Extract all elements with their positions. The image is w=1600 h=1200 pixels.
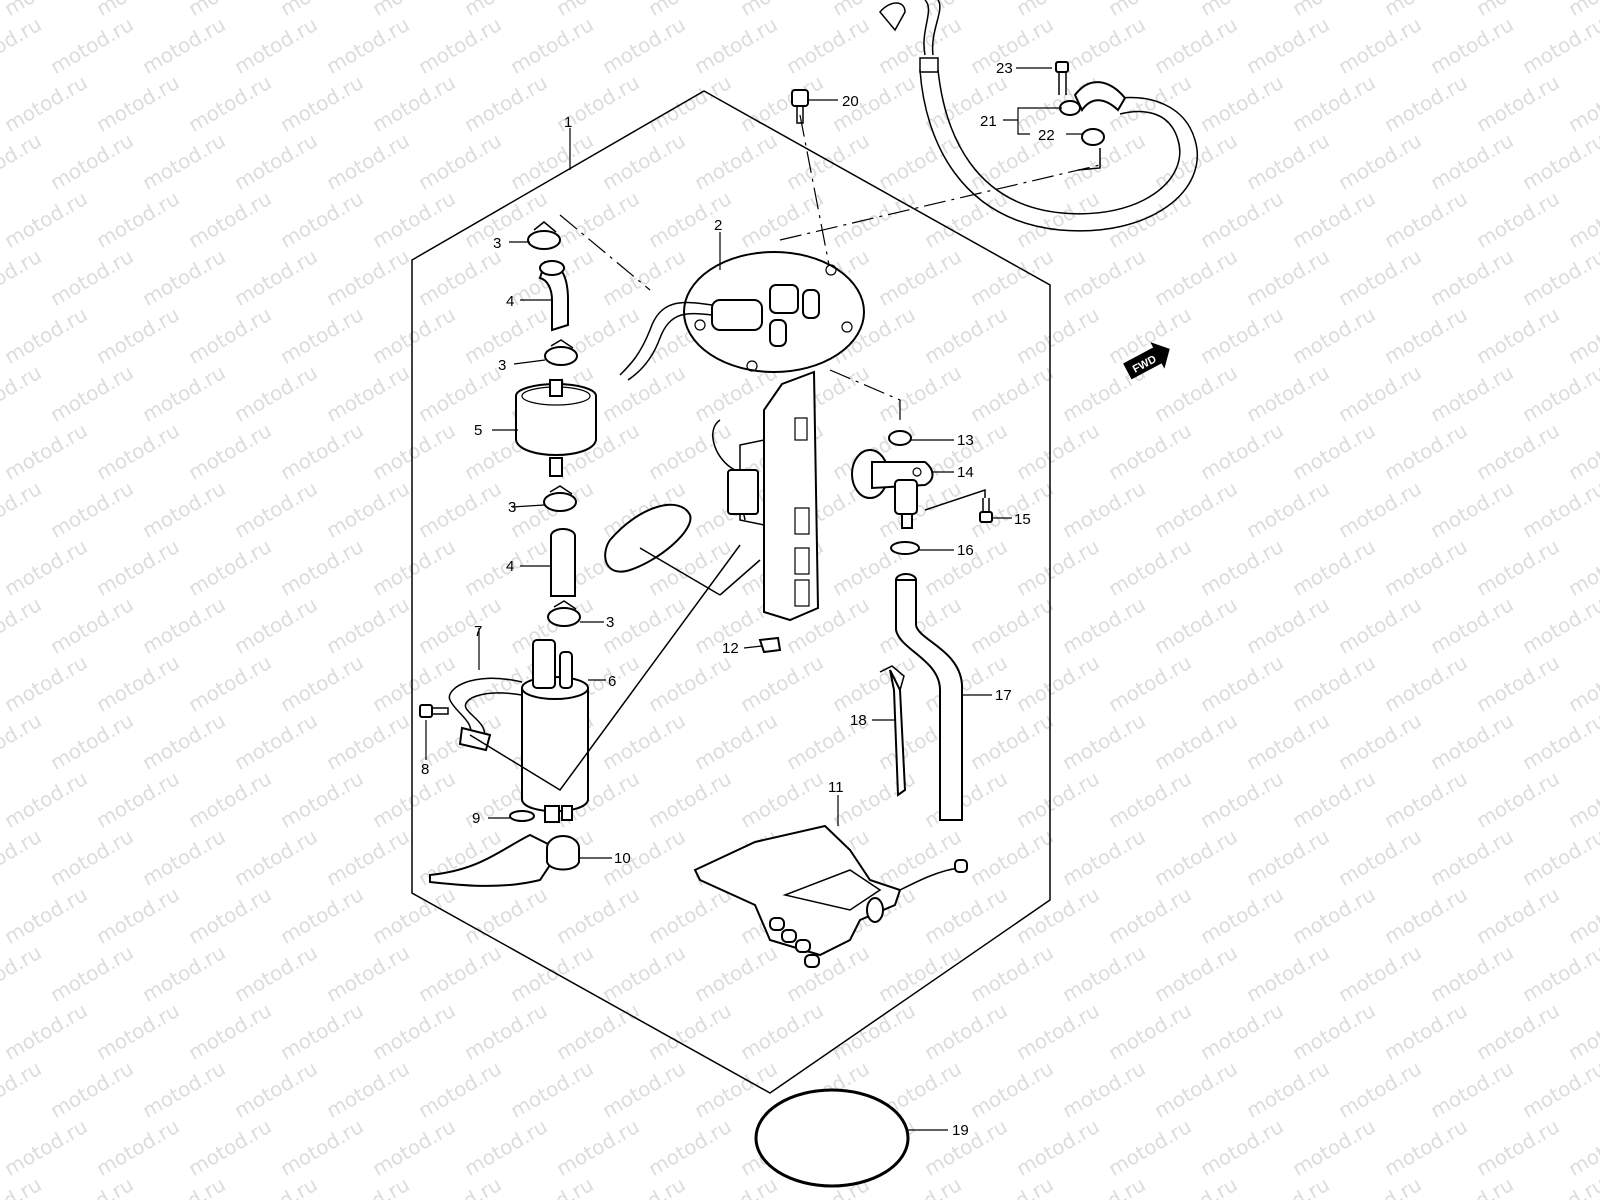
fuel-hose-17 — [895, 573, 963, 821]
callout-23: 23 — [996, 60, 1013, 77]
ref-line-screw20 — [799, 114, 831, 271]
callout-12: 12 — [722, 640, 739, 657]
pump-bracket — [739, 370, 820, 622]
callout-20: 20 — [842, 93, 859, 110]
callout-17: 17 — [995, 687, 1012, 704]
callout-numbers: 1 2 3 3 3 3 4 4 5 6 7 8 9 10 11 12 13 14… — [421, 60, 1055, 1139]
callout-16: 16 — [957, 542, 974, 559]
callout-13: 13 — [957, 432, 974, 449]
ref-line-15 — [924, 488, 986, 511]
hose-4-b — [550, 528, 576, 597]
o-ring-13 — [888, 430, 912, 446]
washer-22 — [1081, 128, 1105, 146]
clip-12 — [758, 636, 782, 654]
fuel-pump-6 — [521, 639, 589, 823]
callout-14: 14 — [957, 464, 974, 481]
callout-6: 6 — [608, 673, 616, 690]
callout-3-c: 3 — [508, 499, 516, 516]
screw-15 — [979, 498, 993, 523]
callout-3-d: 3 — [606, 614, 614, 631]
cover-11 — [693, 824, 968, 968]
clamp-3-b — [544, 339, 578, 366]
hose-4-a — [538, 260, 569, 332]
callout-9: 9 — [472, 810, 480, 827]
callout-11: 11 — [828, 779, 844, 796]
callout-3-b: 3 — [498, 357, 506, 374]
sender-connector — [727, 469, 759, 515]
upper-fuel-hose — [879, 0, 1198, 232]
screw-8 — [419, 704, 449, 718]
callout-22: 22 — [1038, 127, 1055, 144]
cable-tie-18 — [879, 665, 907, 797]
callout-4-a: 4 — [506, 293, 514, 310]
union-21 — [1059, 81, 1127, 116]
fuel-filter-5 — [515, 379, 597, 477]
callout-10: 10 — [614, 850, 631, 867]
assembly-outline — [411, 90, 1051, 1094]
fwd-direction-badge: FWD — [1123, 342, 1170, 380]
washer-9 — [509, 810, 535, 822]
callout-3-a: 3 — [493, 235, 501, 252]
clip-16 — [890, 541, 920, 555]
clamp-3-c — [543, 485, 577, 512]
pump-harness-line — [469, 544, 741, 791]
callout-7: 7 — [474, 623, 482, 640]
pump-strap-7 — [448, 677, 523, 752]
ref-line-clamp — [559, 214, 651, 291]
strainer-10 — [429, 833, 580, 887]
callout-8: 8 — [421, 761, 429, 778]
callout-4-b: 4 — [506, 558, 514, 575]
callout-5: 5 — [474, 422, 482, 439]
ref-line-hose — [779, 164, 1101, 241]
bolt-23 — [1055, 61, 1069, 95]
gasket-19 — [754, 1088, 910, 1188]
callout-leaders — [425, 67, 1082, 1131]
pump-flange-plate-2 — [619, 251, 865, 381]
pressure-regulator-14 — [851, 449, 934, 529]
callout-18: 18 — [850, 712, 867, 729]
clamp-3-a — [527, 221, 561, 250]
callout-19: 19 — [952, 1122, 969, 1139]
clamp-3-d — [547, 600, 581, 627]
callout-1: 1 — [564, 114, 572, 131]
callout-21: 21 — [980, 113, 997, 130]
bolt-20 — [791, 89, 809, 124]
fuel-level-float — [604, 503, 761, 596]
callout-2: 2 — [714, 217, 722, 234]
ref-line-14 — [829, 369, 901, 425]
ref-line-22 — [1077, 148, 1101, 171]
callout-15: 15 — [1014, 511, 1031, 528]
